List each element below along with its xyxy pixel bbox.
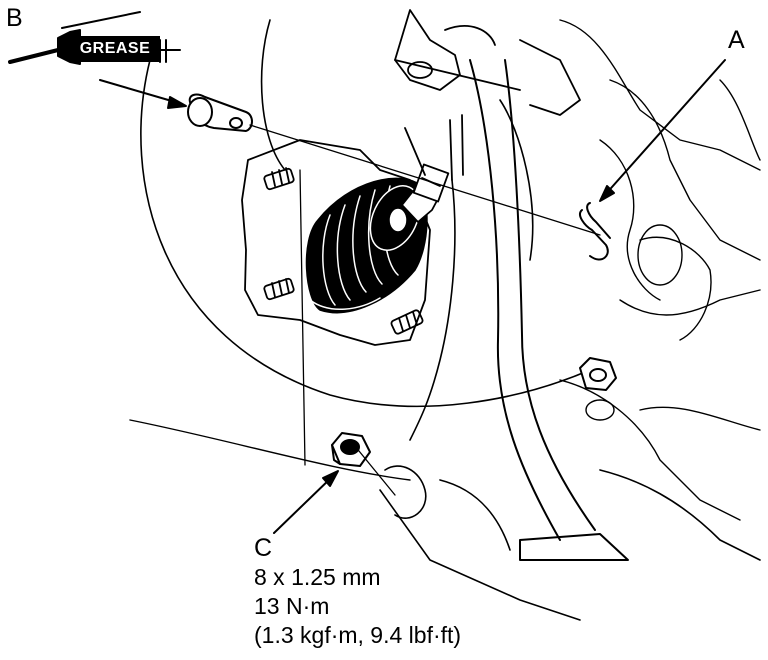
clutch-pedal-arm: [469, 59, 561, 541]
callout-b: B: [6, 4, 23, 32]
lower-housing: [379, 465, 761, 621]
mounting-stud-right: [390, 309, 424, 335]
pedal-pad: [519, 533, 629, 561]
upper-linkage: [394, 9, 581, 116]
mounting-stud-upper: [263, 167, 295, 191]
cable: [409, 179, 456, 441]
pin-axis-line: [249, 124, 601, 236]
nut-guide-line: [299, 169, 306, 466]
mounting-stud-lower: [263, 277, 295, 301]
clevis-pin-b: [187, 93, 253, 132]
flange-nut-c: [331, 432, 371, 467]
housing-outline: [140, 59, 591, 408]
transmission-nut: [579, 357, 617, 391]
torque-spec-alt-units: (1.3 kgf·m, 9.4 lbf·ft): [254, 622, 462, 648]
cable-2: [499, 99, 534, 261]
callout-c: C: [254, 534, 273, 562]
lock-pin-a: [579, 202, 611, 261]
leader-a: [599, 59, 726, 202]
bolt-size-spec: 8 x 1.25 mm: [254, 564, 381, 590]
callout-a: A: [728, 26, 745, 54]
clutch-slave-cylinder: [305, 177, 428, 314]
torque-spec-nm: 13 N·m: [254, 593, 330, 619]
transmission-housing: [559, 19, 761, 521]
grease-label: GREASE: [70, 36, 160, 62]
mounting-bracket: [241, 139, 431, 346]
clutch-pedal-arm-2: [504, 59, 596, 531]
bolt-axis-line: [349, 439, 396, 496]
leader-b: [99, 79, 187, 109]
housing-outline-2: [260, 19, 286, 171]
leader-c: [273, 470, 339, 534]
